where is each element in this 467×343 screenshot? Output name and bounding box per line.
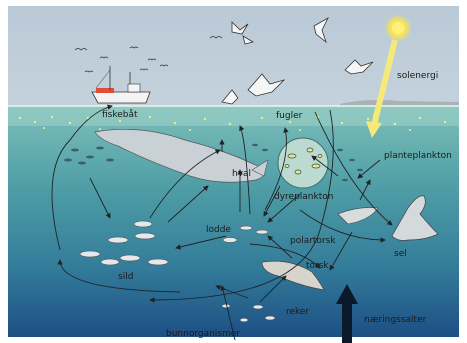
label-seal: sel	[394, 249, 407, 259]
label-herring: sild	[118, 272, 133, 282]
label-shrimp: reker	[286, 307, 309, 317]
surface-layer	[8, 106, 459, 126]
label-polar-cod: polartorsk	[290, 236, 336, 246]
nutrients-arrow-shaft	[342, 302, 352, 343]
label-fishing-boat: fiskebåt	[102, 109, 138, 120]
label-cod: torsk	[306, 261, 329, 271]
label-benthic-organisms: bunnorganismer	[166, 329, 240, 339]
label-zooplankton: dyreplankton	[274, 192, 333, 202]
sun-icon	[392, 22, 404, 34]
label-birds: fugler	[276, 111, 303, 121]
label-capelin: lodde	[206, 225, 231, 235]
label-nutrients: næringssalter	[364, 315, 427, 325]
label-solar-energy: solenergi	[397, 71, 438, 81]
label-whale: hval	[232, 169, 251, 179]
water-body	[8, 106, 459, 337]
label-phytoplankton: planteplankton	[384, 151, 452, 161]
